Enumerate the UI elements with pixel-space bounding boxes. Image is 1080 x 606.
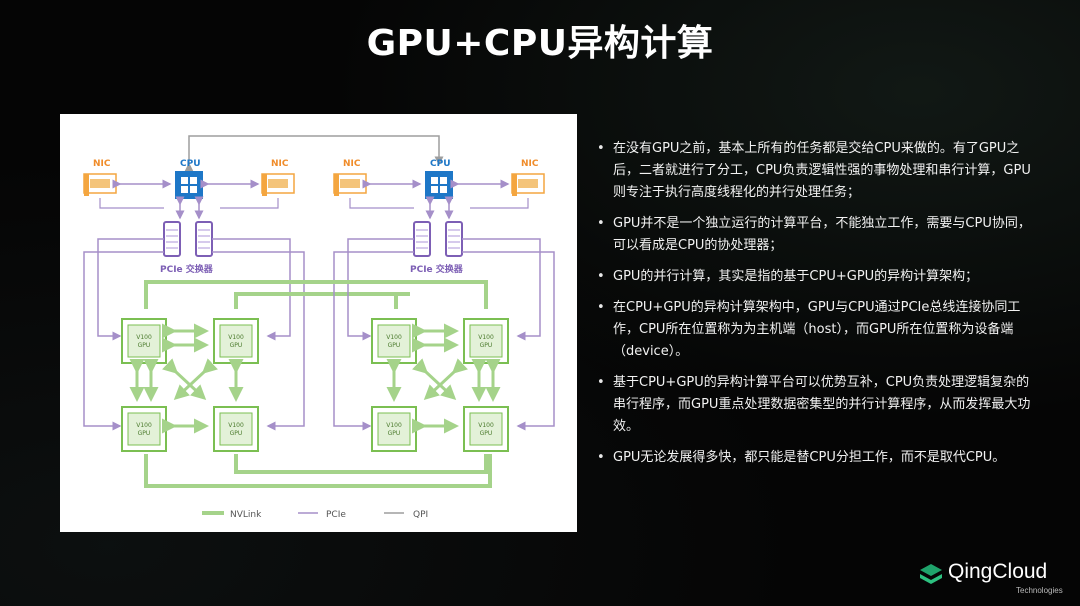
gpu-chip-icon: V100 GPU: [121, 406, 167, 452]
legend-nvlink: NVLink: [230, 510, 262, 520]
svg-text:GPU: GPU: [138, 342, 151, 349]
right-node: NIC CPU NIC PCIe 交换器: [322, 159, 555, 474]
cpu-chip-icon: [425, 171, 453, 199]
pcie-switch-label: PCIe 交换器: [160, 263, 214, 275]
pcie-switch-icon: [413, 221, 463, 257]
gpu-chip-icon: V100 GPU: [213, 406, 259, 452]
nic-card-icon: [83, 173, 117, 196]
svg-text:GPU: GPU: [388, 430, 401, 437]
gpu-chip-icon: V100 GPU: [213, 318, 259, 364]
bullet-item: GPU的并行计算，其实是指的基于CPU+GPU的异构计算架构；: [597, 266, 1037, 288]
gpu-chip-icon: V100 GPU: [121, 318, 167, 364]
svg-text:GPU: GPU: [388, 342, 401, 349]
svg-text:V100: V100: [228, 422, 244, 429]
qpi-link: [184, 135, 444, 172]
svg-text:GPU: GPU: [138, 430, 151, 437]
diagram-svg: NIC CPU NIC: [83, 135, 555, 520]
svg-text:GPU: GPU: [480, 342, 493, 349]
cpu-label: CPU: [180, 159, 201, 169]
nic-label: NIC: [343, 159, 361, 169]
bullet-item: 在没有GPU之前，基本上所有的任务都是交给CPU来做的。有了GPU之后，二者就进…: [597, 138, 1037, 204]
bullet-item: 在CPU+GPU的异构计算架构中，GPU与CPU通过PCIe总线连接协同工作，C…: [597, 297, 1037, 363]
gpu-chip-icon: V100 GPU: [371, 318, 417, 364]
logo-name: QingCloud: [948, 560, 1048, 583]
cpu-chip-icon: [175, 171, 203, 199]
page-title: GPU+CPU异构计算: [366, 23, 714, 64]
svg-text:V100: V100: [136, 422, 152, 429]
svg-text:GPU: GPU: [230, 430, 243, 437]
legend-pcie: PCIe: [326, 510, 346, 520]
svg-text:V100: V100: [228, 334, 244, 341]
bullet-item: 基于CPU+GPU的异构计算平台可以优势互补，CPU负责处理逻辑复杂的串行程序，…: [597, 372, 1037, 438]
nic-label: NIC: [271, 159, 289, 169]
qingcloud-logo: QingCloud Technologies: [918, 558, 1068, 598]
svg-text:V100: V100: [386, 334, 402, 341]
nic-card-icon: [333, 173, 367, 196]
legend-qpi: QPI: [413, 510, 428, 520]
pcie-switch-icon: [163, 221, 213, 257]
nic-label: NIC: [521, 159, 539, 169]
svg-text:GPU: GPU: [480, 430, 493, 437]
left-node: NIC CPU NIC: [83, 159, 492, 488]
gpu-chip-icon: V100 GPU: [463, 406, 509, 452]
nic-card-icon: [261, 173, 295, 196]
bullet-item: GPU并不是一个独立运行的计算平台，不能独立工作，需要与CPU协同，可以看成是C…: [597, 213, 1037, 257]
svg-text:V100: V100: [478, 334, 494, 341]
gpu-chip-icon: V100 GPU: [463, 318, 509, 364]
svg-text:V100: V100: [478, 422, 494, 429]
pcie-switch-label: PCIe 交换器: [410, 263, 464, 275]
bullet-item: GPU无论发展得多快，都只能是替CPU分担工作，而不是取代CPU。: [597, 447, 1037, 469]
nic-label: NIC: [93, 159, 111, 169]
gpu-chip-icon: V100 GPU: [371, 406, 417, 452]
nic-card-icon: [511, 173, 545, 196]
svg-text:GPU: GPU: [230, 342, 243, 349]
logo-tagline: Technologies: [1016, 586, 1063, 595]
qingcloud-logo-icon: [920, 564, 942, 584]
cpu-label: CPU: [430, 159, 451, 169]
bullet-list: 在没有GPU之前，基本上所有的任务都是交给CPU来做的。有了GPU之后，二者就进…: [597, 138, 1037, 478]
architecture-diagram: NIC CPU NIC: [60, 114, 577, 532]
svg-text:V100: V100: [136, 334, 152, 341]
legend: NVLink PCIe QPI: [202, 510, 428, 520]
svg-text:V100: V100: [386, 422, 402, 429]
